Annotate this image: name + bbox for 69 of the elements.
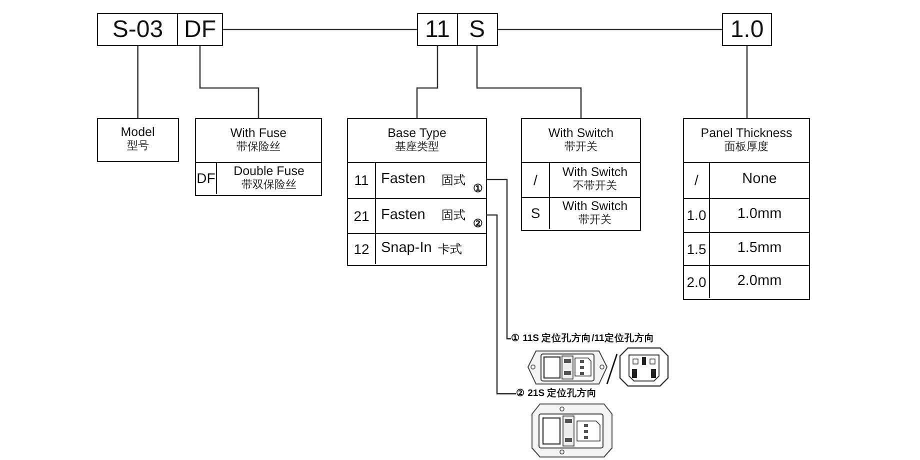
option-translation: 固式 — [441, 172, 466, 188]
option-code: S — [522, 198, 550, 229]
connector-line — [486, 178, 511, 340]
option-description: With Switch — [562, 199, 628, 214]
connector-line — [223, 28, 417, 30]
option-description: Snap-In — [381, 240, 432, 258]
connector-line — [416, 46, 438, 118]
option-translation: 固式 — [441, 208, 466, 223]
callout-label: ② 21S 定位孔方向 — [516, 388, 598, 400]
option-table — [521, 118, 641, 231]
callout-number: ① — [473, 183, 483, 196]
option-description: 2.0mm — [737, 273, 782, 290]
option-translation: 带开关 — [578, 214, 612, 228]
option-row — [348, 232, 486, 264]
option-code: 11 — [348, 162, 376, 198]
option-row — [684, 198, 809, 232]
option-code: / — [522, 162, 550, 196]
option-description: With Switch — [562, 165, 628, 180]
part-code-box: S — [456, 13, 498, 46]
option-code: 21 — [348, 198, 376, 232]
connector-line — [498, 28, 722, 30]
label-box — [97, 118, 178, 162]
option-row — [348, 198, 486, 232]
option-code: 1.0 — [684, 198, 710, 232]
option-description: 1.0mm — [737, 206, 782, 224]
option-code: / — [684, 162, 710, 198]
option-row — [684, 232, 809, 264]
part-code-box: S-03 — [97, 13, 178, 46]
heading-text: Panel Thickness — [700, 126, 792, 140]
option-row — [522, 196, 640, 229]
connector-line — [199, 46, 260, 118]
heading-text: With Switch — [548, 126, 614, 140]
heading-translation: 带保险丝 — [236, 140, 280, 154]
part-code-box: DF — [177, 13, 223, 46]
callout-number: ② — [473, 218, 483, 232]
connector-line — [486, 214, 516, 394]
option-code: DF — [196, 162, 217, 194]
option-description: 1.5mm — [737, 240, 782, 258]
option-description: Double Fuse — [234, 164, 304, 179]
connector-line — [137, 46, 138, 118]
option-table — [195, 118, 322, 196]
option-row — [348, 162, 486, 198]
option-translation: 带双保险丝 — [242, 179, 296, 192]
option-row — [684, 162, 809, 198]
callout-label: ① 11S 定位孔方向/11定位孔方向 — [511, 333, 654, 344]
option-translation: 卡式 — [438, 242, 462, 256]
heading-translation: 带开关 — [564, 140, 598, 154]
option-table — [347, 118, 487, 266]
option-code: 12 — [348, 234, 376, 264]
option-code: 2.0 — [684, 266, 710, 298]
heading-text: Base Type — [388, 126, 446, 140]
heading-translation: 型号 — [126, 140, 149, 154]
heading-text: Model — [120, 125, 155, 140]
part-code-box: 1.0 — [722, 13, 772, 46]
option-code: 1.5 — [684, 232, 710, 264]
option-row — [196, 162, 321, 194]
connector-line — [746, 46, 748, 118]
option-row — [522, 162, 640, 196]
option-table — [683, 118, 810, 300]
option-description: Fasten — [381, 171, 426, 189]
part-code-box: 11 — [417, 13, 458, 46]
connector-line — [476, 46, 582, 118]
heading-text: With Fuse — [230, 126, 287, 141]
option-description: None — [742, 171, 777, 189]
option-row — [684, 264, 809, 298]
option-translation: 不带开关 — [573, 180, 617, 194]
heading-translation: 基座类型 — [395, 140, 439, 154]
option-description: Fasten — [381, 206, 426, 224]
heading-translation: 面板厚度 — [724, 140, 768, 154]
